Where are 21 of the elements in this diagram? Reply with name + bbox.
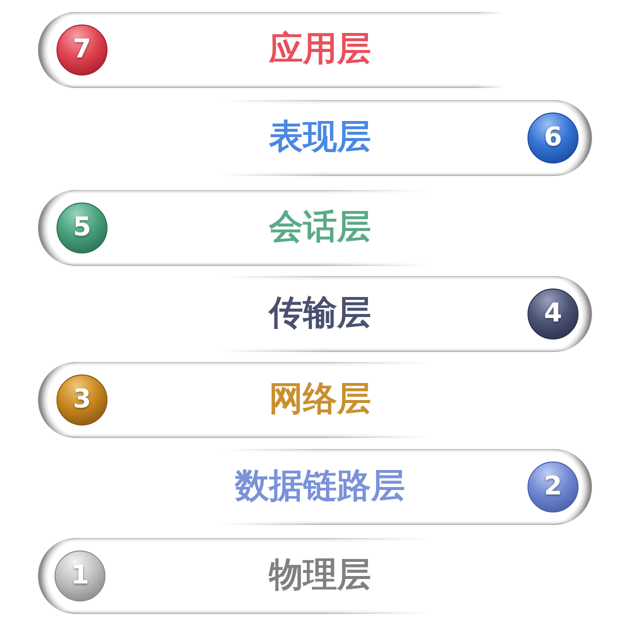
layer-name: 数据链路层 [235, 469, 405, 505]
number-ball [527, 461, 579, 513]
layer-number: 7 [72, 36, 92, 62]
layer-number: 6 [544, 124, 562, 150]
layer-name: 表现层 [269, 120, 371, 156]
number-ball [527, 112, 579, 164]
layer-name: 传输层 [269, 296, 371, 332]
number-ball [56, 24, 108, 76]
layer-number: 2 [544, 473, 562, 500]
number-ball [527, 288, 579, 340]
number-ball [54, 550, 106, 602]
layer-number: 5 [72, 214, 92, 240]
layer-name: 会话层 [269, 210, 371, 246]
layer-name: 物理层 [269, 558, 371, 594]
layer-name: 应用层 [269, 32, 371, 68]
number-ball [56, 374, 108, 426]
layer-number: 3 [72, 386, 92, 412]
layer-name: 网络层 [269, 382, 371, 418]
layer-number: 1 [70, 562, 90, 588]
layer-number: 4 [544, 300, 562, 326]
number-ball [56, 202, 108, 254]
